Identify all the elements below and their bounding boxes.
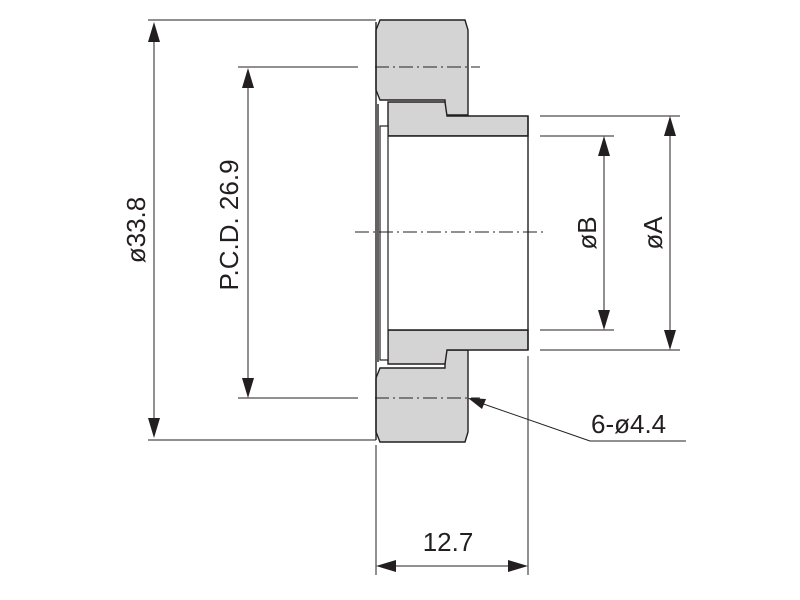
flange-section (375, 19, 529, 443)
seal-groove (379, 125, 389, 361)
leader-holes: 6-ø4.4 (468, 398, 686, 442)
tube-bore (388, 136, 528, 330)
dimension-length: 12.7 (376, 527, 528, 572)
dimension-outer-diameter: ø33.8 (121, 22, 160, 438)
pcd-label: P.C.D. 26.9 (214, 159, 244, 290)
bore-b-label: øB (572, 216, 602, 249)
length-label: 12.7 (423, 527, 474, 557)
outer-diameter-label: ø33.8 (121, 197, 151, 264)
flange-top-lug (375, 19, 469, 116)
dimension-diameter-a: øA (638, 116, 676, 350)
diameter-a-label: øA (638, 216, 668, 250)
dimension-bore-b: øB (572, 136, 610, 330)
extension-lines (148, 19, 680, 575)
dimension-pcd: P.C.D. 26.9 (214, 68, 254, 398)
center-lines (355, 66, 545, 399)
holes-label: 6-ø4.4 (591, 409, 666, 439)
